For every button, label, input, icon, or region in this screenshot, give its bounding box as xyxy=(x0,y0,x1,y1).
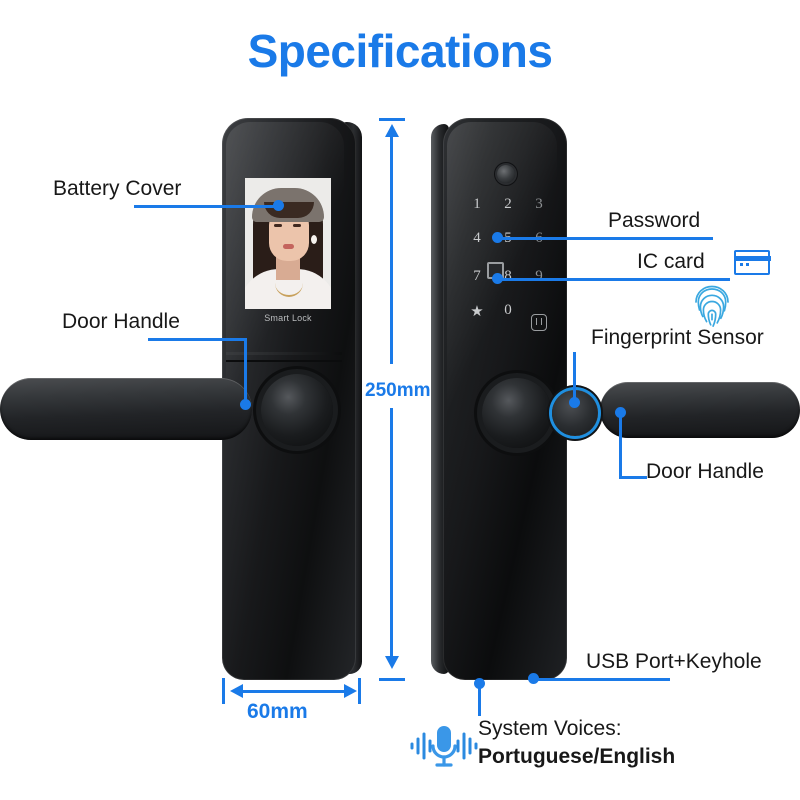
keypad-key-2[interactable]: 2 xyxy=(504,196,512,212)
ic-card-icon-chip xyxy=(740,263,749,269)
portrait-earring xyxy=(311,235,317,244)
system-voices-leader-v xyxy=(478,684,481,716)
door-handle-left-leader-h xyxy=(148,338,247,341)
height-dim-arrow-up xyxy=(385,124,399,137)
keypad-key-9[interactable]: 9 xyxy=(535,268,543,284)
width-dim-arrow-left xyxy=(230,684,243,698)
left-handle-hub xyxy=(261,374,333,446)
ic-card-icon xyxy=(734,250,771,275)
right-door-handle xyxy=(600,382,800,438)
left-lock-display xyxy=(245,178,331,309)
portrait-lips xyxy=(283,244,294,249)
portrait-eye-right xyxy=(293,224,301,227)
label-fingerprint-sensor: Fingerprint Sensor xyxy=(591,326,764,349)
label-door-handle-right: Door Handle xyxy=(646,460,764,483)
portrait-eye-left xyxy=(274,224,282,227)
height-dim-top-cap xyxy=(379,118,405,121)
fingerprint-leader-dot xyxy=(569,397,580,408)
height-dim-arrow-down xyxy=(385,656,399,669)
battery-cover-leader-dot xyxy=(273,200,284,211)
right-handle-hub xyxy=(482,378,552,448)
label-ic-card: IC card xyxy=(637,250,705,273)
portrait-necklace xyxy=(275,281,303,297)
label-battery-cover: Battery Cover xyxy=(53,177,182,200)
keypad-key-8[interactable]: 8 xyxy=(504,268,512,284)
width-dim-label: 60mm xyxy=(247,700,308,723)
usb-leader-dot xyxy=(528,673,539,684)
left-door-handle xyxy=(0,378,252,440)
fingerprint-icon xyxy=(692,283,732,329)
door-handle-right-leader-h xyxy=(619,476,647,479)
width-dim-line xyxy=(240,690,344,693)
label-usb-port-keyhole: USB Port+Keyhole xyxy=(586,650,762,673)
keypad-key-0[interactable]: 0 xyxy=(504,302,512,318)
keypad-key-4[interactable]: 4 xyxy=(473,230,481,246)
height-dim-line-upper xyxy=(390,134,393,364)
label-system-voices-title: System Voices: xyxy=(478,717,622,740)
left-lock-seam-lower xyxy=(226,360,342,362)
lock-key-icon[interactable] xyxy=(531,314,547,331)
door-handle-left-leader-v xyxy=(244,338,247,403)
door-handle-right-leader-v xyxy=(619,412,622,478)
height-dim-bottom-cap xyxy=(379,678,405,681)
keypad-key-star[interactable]: ★ xyxy=(470,304,484,320)
keypad-key-7[interactable]: 7 xyxy=(473,268,481,284)
label-system-voices-value: Portuguese/English xyxy=(478,745,676,768)
camera-lens-icon xyxy=(497,165,515,183)
ic-card-leader-line xyxy=(497,278,730,281)
usb-leader-line xyxy=(534,678,670,681)
ic-card-icon-stripe xyxy=(735,256,771,261)
password-leader-dot xyxy=(492,232,503,243)
width-dim-left-cap xyxy=(222,678,225,704)
system-voices-leader-dot xyxy=(474,678,485,689)
password-leader-line xyxy=(497,237,713,240)
door-handle-right-leader-dot xyxy=(615,407,626,418)
microphone-icon xyxy=(408,718,480,774)
left-lock-seam-upper xyxy=(226,352,342,355)
label-door-handle-left: Door Handle xyxy=(62,310,180,333)
label-password: Password xyxy=(608,209,701,232)
ic-card-leader-dot xyxy=(492,273,503,284)
door-handle-left-leader-dot xyxy=(240,399,251,410)
width-dim-right-cap xyxy=(358,678,361,704)
height-dim-label: 250mm xyxy=(365,380,431,401)
left-lock-display-caption: Smart Lock xyxy=(264,313,312,323)
fingerprint-leader-v xyxy=(573,352,576,400)
height-dim-line-lower xyxy=(390,408,393,656)
keypad-key-3[interactable]: 3 xyxy=(535,196,543,212)
width-dim-arrow-right xyxy=(344,684,357,698)
keypad-key-1[interactable]: 1 xyxy=(473,196,481,212)
battery-cover-leader-line xyxy=(134,205,278,208)
page-title: Specifications xyxy=(247,25,553,77)
